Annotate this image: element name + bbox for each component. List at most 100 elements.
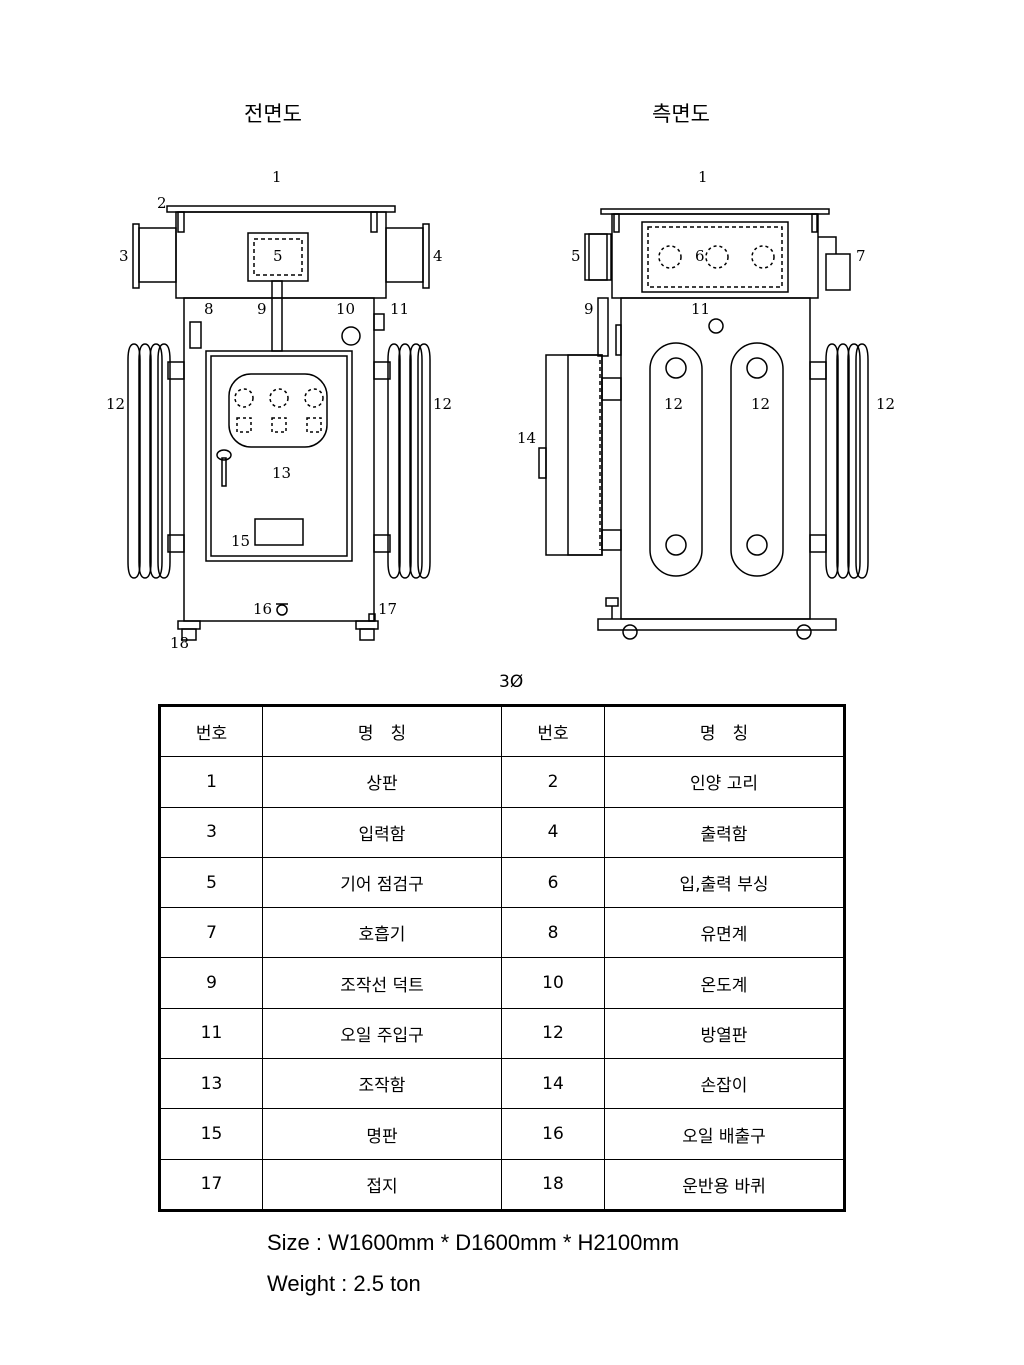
part-name-cell: 유면계 (604, 907, 845, 959)
nameplate (254, 518, 304, 546)
part-number-cell: 9 (159, 957, 263, 1009)
part-name-cell: 입력함 (262, 806, 502, 858)
part-number-cell: 14 (501, 1058, 605, 1110)
label-15: 15 (231, 532, 250, 550)
header-name: 명 칭 (604, 704, 845, 758)
part-name-cell: 명판 (262, 1108, 502, 1160)
side-label-12b: 12 (751, 395, 770, 413)
lifting-lug (177, 211, 185, 233)
side-label-6: 6 (695, 247, 705, 265)
part-name-cell: 기어 점검구 (262, 856, 502, 909)
phase-label: 3Ø (499, 672, 524, 692)
control-box (205, 350, 353, 562)
label-11: 11 (390, 300, 409, 318)
side-label-1: 1 (698, 168, 708, 186)
label-17: 17 (378, 600, 397, 618)
part-name-cell: 접지 (262, 1158, 502, 1212)
label-4: 4 (433, 247, 443, 265)
part-name-cell: 오일 주입구 (262, 1007, 502, 1060)
control-duct (271, 280, 283, 352)
part-number-cell: 10 (501, 957, 605, 1009)
control-box-side (545, 354, 603, 556)
transformer-drawing: 1 2 3 4 5 8 9 10 11 12 12 13 15 16 17 18… (106, 168, 895, 652)
part-name-cell: 인양 고리 (604, 756, 845, 808)
part-name-cell: 상판 (262, 756, 502, 808)
part-number-cell: 8 (501, 907, 605, 959)
part-name-cell: 온도계 (604, 957, 845, 1009)
label-5: 5 (273, 247, 283, 265)
side-label-14: 14 (517, 429, 536, 447)
weight-spec: Weight : 2.5 ton (267, 1271, 421, 1296)
wheel (177, 620, 201, 630)
wheel-side (796, 624, 812, 640)
lifting-lug (370, 211, 378, 233)
part-number-cell: 1 (159, 756, 263, 808)
bushing-enclosure (641, 221, 789, 293)
side-view-title: 측면도 (652, 102, 710, 126)
part-number-cell: 7 (159, 907, 263, 959)
part-number-cell: 6 (501, 856, 605, 909)
part-name-cell: 운반용 바퀴 (604, 1158, 845, 1212)
side-label-12c: 12 (876, 395, 895, 413)
side-label-7: 7 (856, 247, 866, 265)
label-2: 2 (157, 194, 167, 212)
part-name-cell: 오일 배출구 (604, 1108, 845, 1160)
wheel (355, 620, 379, 630)
radiator-left (127, 343, 171, 579)
header-number: 번호 (159, 704, 263, 758)
radiator-panel (730, 342, 784, 577)
table-header-row: 번호 명 칭 번호 명 칭 (159, 704, 845, 758)
part-number-cell: 17 (159, 1158, 263, 1212)
side-view (538, 208, 869, 640)
part-name-cell: 손잡이 (604, 1058, 845, 1110)
label-16: 16 (253, 600, 272, 618)
part-number-cell: 3 (159, 806, 263, 858)
part-name-cell: 조작함 (262, 1058, 502, 1110)
top-plate (166, 205, 396, 213)
part-name-cell: 입,출력 부싱 (604, 856, 845, 909)
label-9: 9 (257, 300, 267, 318)
label-8: 8 (204, 300, 214, 318)
base-frame (597, 618, 837, 631)
breather-pipe (818, 236, 837, 254)
oil-inlet (373, 313, 385, 331)
part-name-cell: 방열판 (604, 1007, 845, 1060)
header-name: 명 칭 (262, 704, 502, 758)
size-spec: Size : W1600mm * D1600mm * H2100mm (267, 1230, 680, 1255)
part-number-cell: 11 (159, 1007, 263, 1060)
label-1: 1 (272, 168, 282, 186)
part-number-cell: 5 (159, 856, 263, 909)
part-number-cell: 12 (501, 1007, 605, 1060)
part-number-cell: 2 (501, 756, 605, 808)
side-label-5: 5 (571, 247, 581, 265)
main-tank (183, 297, 375, 622)
oil-drain-side (605, 597, 619, 607)
part-number-cell: 16 (501, 1108, 605, 1160)
side-label-9: 9 (584, 300, 594, 318)
radiator-right (387, 343, 431, 579)
label-12-left: 12 (106, 395, 125, 413)
label-10: 10 (336, 300, 355, 318)
radiator-panel (649, 342, 703, 577)
front-view-title: 전면도 (244, 102, 302, 126)
side-label-12a: 12 (664, 395, 683, 413)
output-box (385, 227, 424, 283)
part-name-cell: 출력함 (604, 806, 845, 858)
label-3: 3 (119, 247, 129, 265)
part-name-cell: 조작선 덕트 (262, 957, 502, 1009)
side-label-11: 11 (691, 300, 710, 318)
oil-drain (276, 604, 288, 616)
handle-side (538, 447, 547, 479)
breather (825, 253, 851, 291)
part-number-cell: 18 (501, 1158, 605, 1212)
header-number: 번호 (501, 704, 605, 758)
